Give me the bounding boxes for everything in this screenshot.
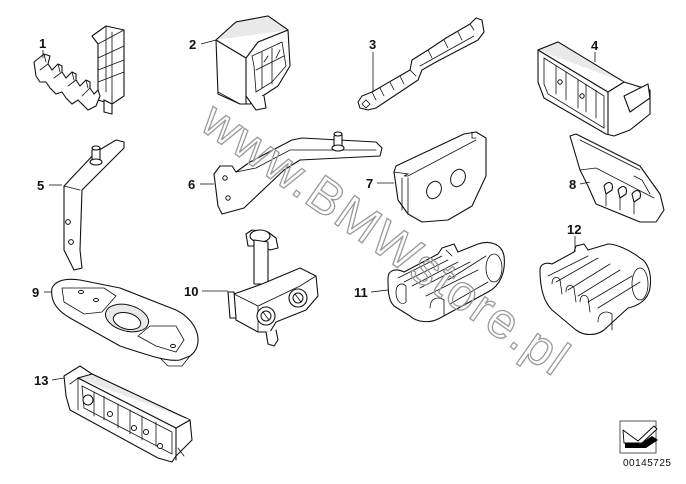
callout-11[interactable]: 11 [354, 285, 368, 300]
callout-3[interactable]: 3 [369, 37, 376, 52]
part-12[interactable] [539, 243, 652, 336]
part-10[interactable] [227, 229, 319, 347]
leader-2 [200, 39, 217, 45]
callout-7[interactable]: 7 [366, 176, 373, 191]
callout-1[interactable]: 1 [39, 36, 46, 51]
part-13[interactable] [63, 365, 193, 463]
leader-8 [579, 181, 591, 185]
callout-6[interactable]: 6 [188, 177, 195, 192]
part-4[interactable] [537, 41, 651, 137]
callout-13[interactable]: 13 [34, 373, 48, 388]
next-diagram-button[interactable] [619, 420, 658, 454]
leader-11 [370, 289, 389, 293]
callout-9[interactable]: 9 [32, 285, 39, 300]
part-5[interactable] [63, 139, 125, 271]
part-3[interactable] [357, 17, 485, 111]
part-9[interactable] [51, 278, 199, 367]
callout-10[interactable]: 10 [184, 284, 198, 299]
callout-12[interactable]: 12 [567, 222, 581, 237]
part-6[interactable] [213, 131, 383, 215]
callout-2[interactable]: 2 [189, 37, 196, 52]
callout-8[interactable]: 8 [569, 177, 576, 192]
part-7[interactable] [393, 131, 487, 223]
arrow-down-left-icon [622, 425, 658, 448]
part-1[interactable] [33, 25, 125, 115]
part-11[interactable] [387, 241, 505, 323]
leader-13 [51, 377, 65, 381]
callout-5[interactable]: 5 [37, 178, 44, 193]
part-8[interactable] [569, 133, 665, 223]
part-2[interactable] [215, 15, 291, 111]
callout-4[interactable]: 4 [591, 38, 599, 53]
diagram-number: 00145725 [623, 458, 672, 469]
